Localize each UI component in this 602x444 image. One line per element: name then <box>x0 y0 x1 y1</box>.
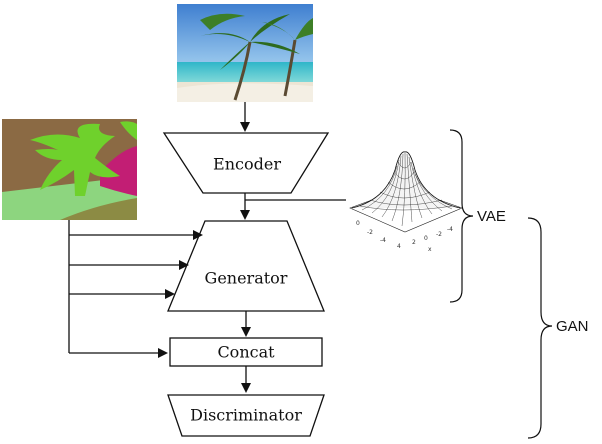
concat-block: Concat <box>169 337 323 367</box>
plot-tick-4: 2 <box>412 239 416 246</box>
plot-tick-6: -2 <box>436 231 442 238</box>
gan-brace <box>527 217 553 439</box>
plot-axis-label: x <box>428 246 432 253</box>
encoder-block: Encoder <box>162 132 330 194</box>
segmentation-map <box>2 119 137 220</box>
plot-tick-5: 0 <box>424 235 428 242</box>
vae-label: VAE <box>477 208 506 225</box>
concat-label: Concat <box>217 343 275 362</box>
discriminator-label: Discriminator <box>190 406 302 425</box>
plot-tick-0: 0 <box>356 220 360 227</box>
plot-tick-1: -2 <box>367 229 373 236</box>
gan-label: GAN <box>556 318 589 335</box>
gaussian-surface-plot: 0 -2 -4 4 2 0 -2 -4 x <box>349 151 463 253</box>
vae-brace <box>449 129 474 303</box>
plot-tick-3: 4 <box>397 243 401 250</box>
encoder-label: Encoder <box>213 155 281 174</box>
generator-label: Generator <box>205 269 288 288</box>
plot-tick-2: -4 <box>380 237 386 244</box>
generator-block: Generator <box>167 220 325 312</box>
plot-tick-7: -4 <box>447 226 453 233</box>
discriminator-block: Discriminator <box>167 394 325 437</box>
beach-photo <box>177 4 313 102</box>
